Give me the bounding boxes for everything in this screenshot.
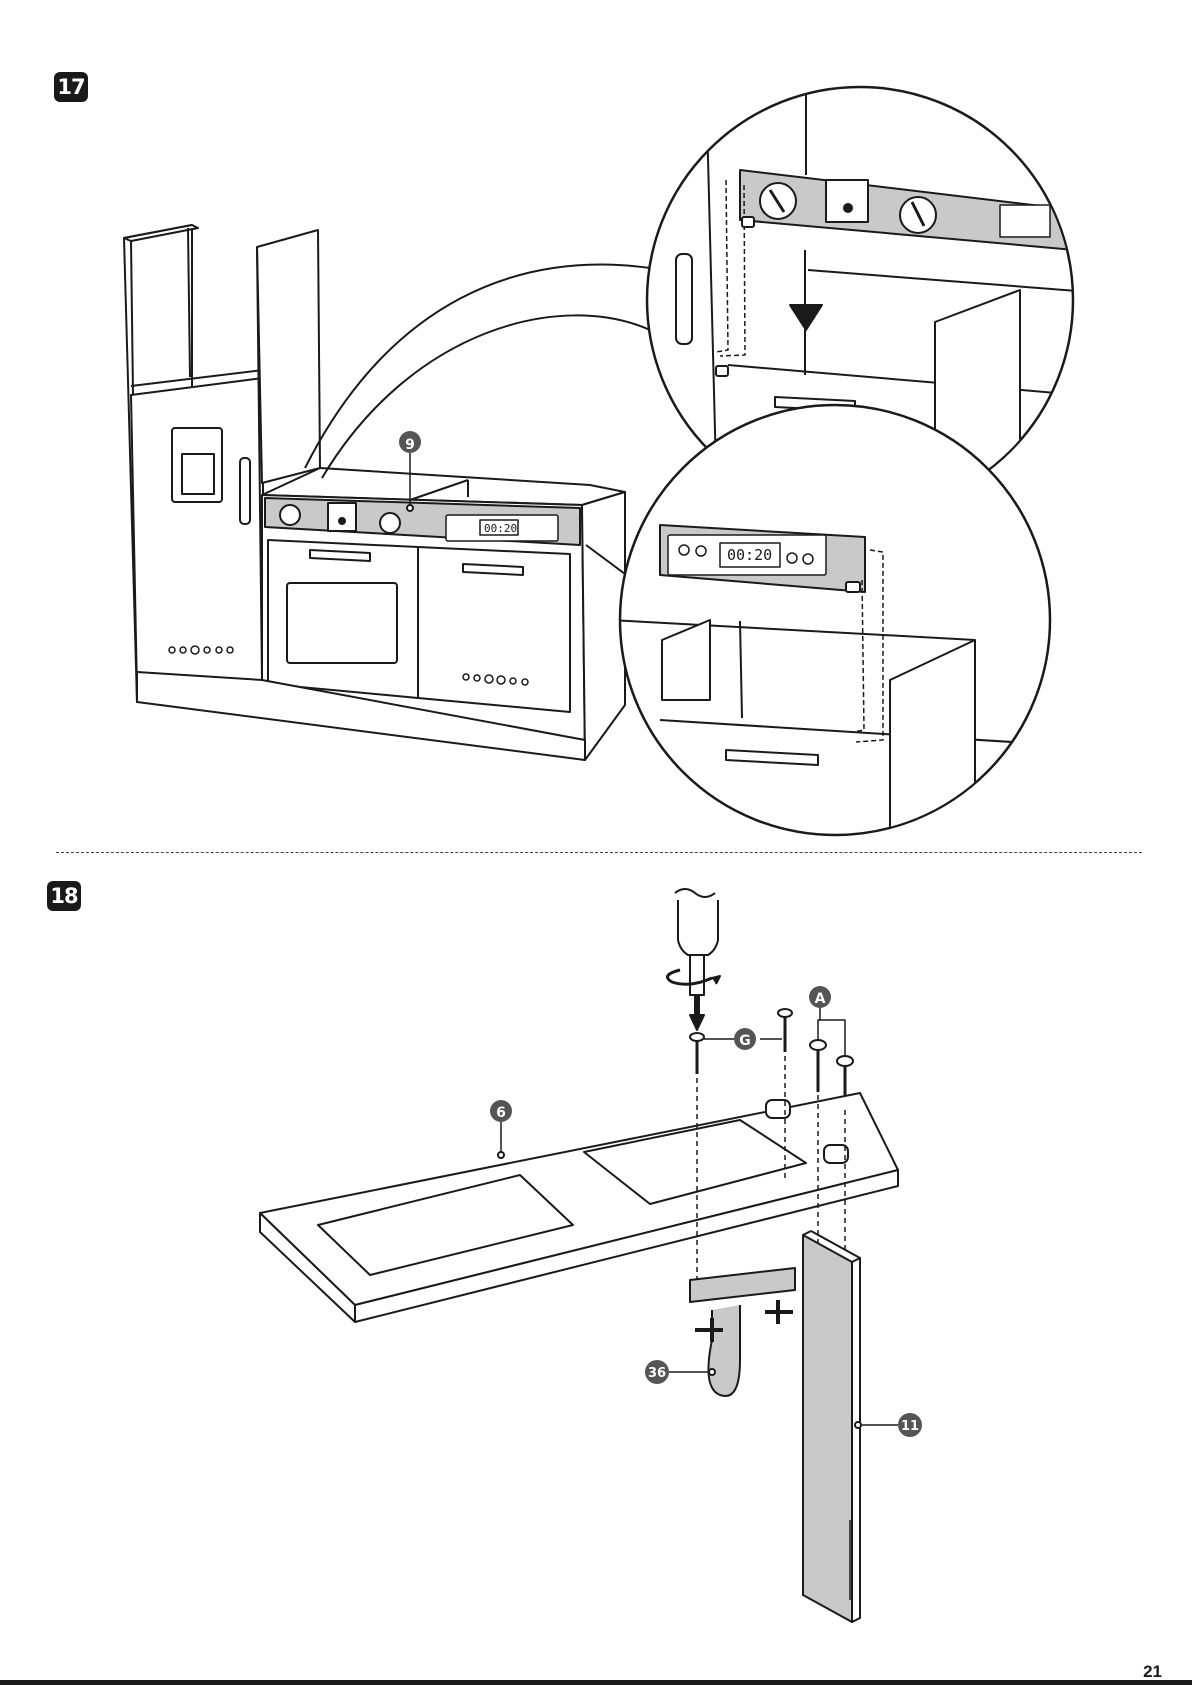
step-18-badge: 18 xyxy=(47,881,81,911)
screws-A xyxy=(810,1040,853,1108)
side-panel xyxy=(803,1231,860,1622)
timer-display-small: 00:20 xyxy=(484,522,517,535)
screwdriver-icon xyxy=(668,889,721,1030)
step-17-illustration: 00:20 9 xyxy=(0,0,1192,850)
bottom-rule xyxy=(0,1680,1192,1685)
faucet-part xyxy=(690,1268,795,1396)
callout-36: 36 xyxy=(648,1366,666,1381)
step-divider xyxy=(56,852,1142,853)
screws-G xyxy=(690,1009,792,1074)
callout-11: 11 xyxy=(901,1419,919,1434)
callout-9: 9 xyxy=(405,437,415,453)
fridge-tower xyxy=(124,225,263,702)
callout-G: G xyxy=(739,1033,751,1049)
timer-display-large: 00:20 xyxy=(727,546,772,564)
countertop xyxy=(260,1093,898,1322)
page-number: 21 xyxy=(1143,1662,1162,1682)
detail-circle-lower: 00:20 xyxy=(610,405,1060,840)
callout-A: A xyxy=(815,991,826,1007)
callout-6: 6 xyxy=(496,1105,506,1121)
